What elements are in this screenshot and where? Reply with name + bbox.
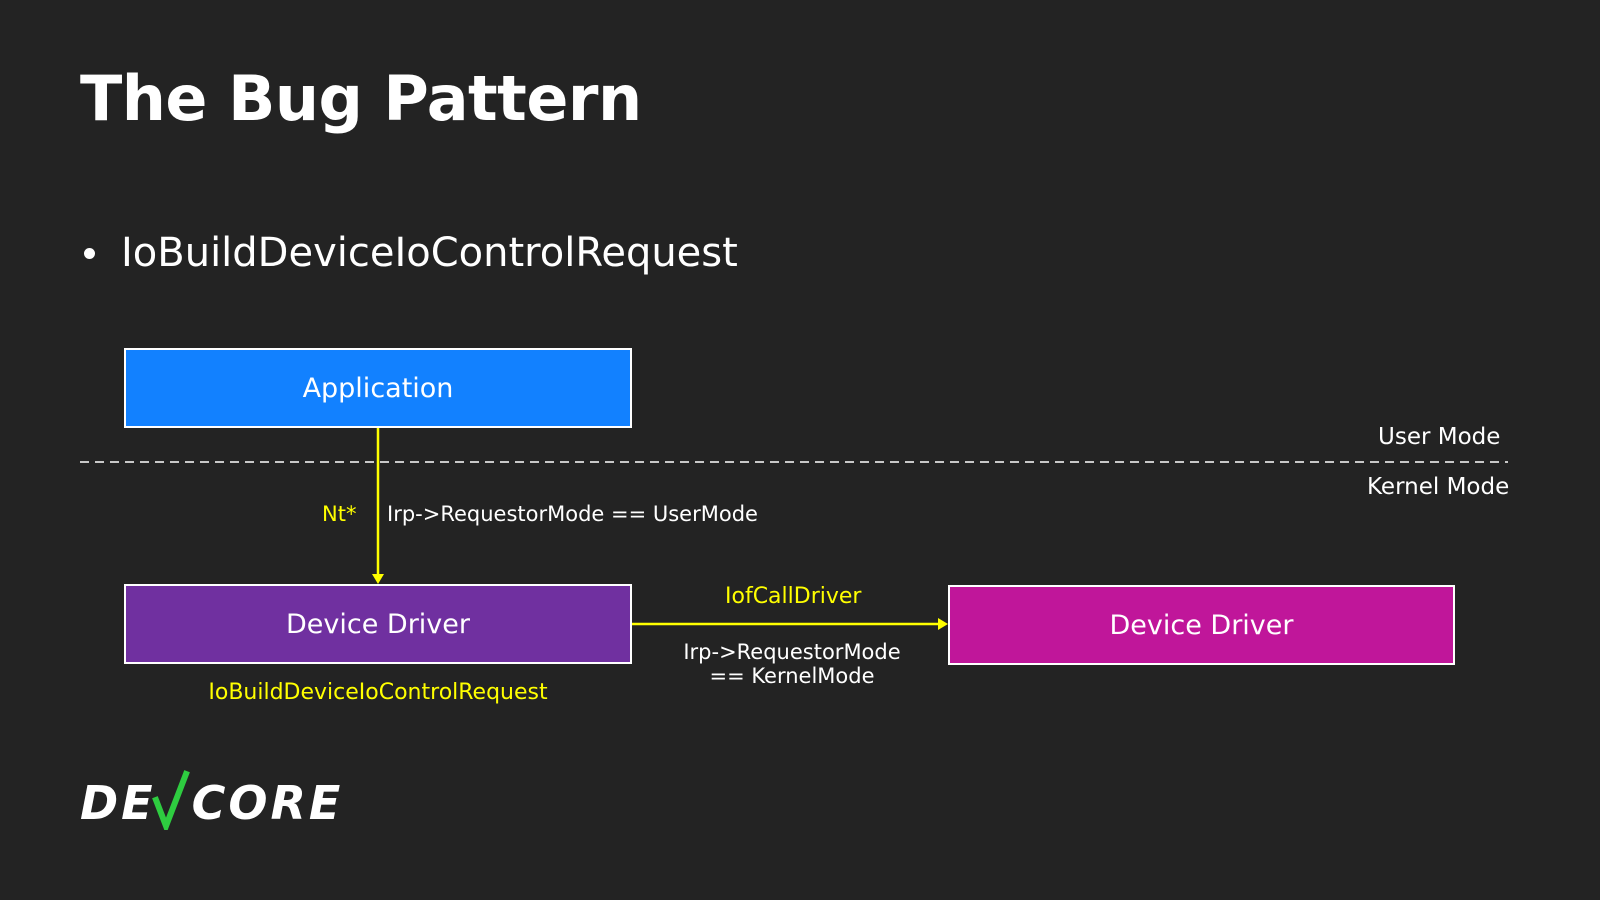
driver-to-driver-arrowhead <box>938 618 948 630</box>
iobuild-annotation: IoBuildDeviceIoControlRequest <box>208 680 548 705</box>
target-device-driver-label: Device Driver <box>1109 609 1294 641</box>
app-to-driver-arrowhead <box>372 574 384 584</box>
checkmark-icon <box>151 770 190 830</box>
bullet-item: IoBuildDeviceIoControlRequest <box>80 230 738 276</box>
iofcalldriver-label: IofCallDriver <box>725 584 862 609</box>
logo-text-right: CORE <box>191 776 344 830</box>
user-mode-label: User Mode <box>1378 424 1501 450</box>
kernel-mode-label: Kernel Mode <box>1367 474 1510 500</box>
bullet-dot-icon <box>84 247 95 259</box>
application-box: Application <box>124 348 632 428</box>
target-device-driver-box: Device Driver <box>948 585 1455 665</box>
bullet-text: IoBuildDeviceIoControlRequest <box>121 230 738 276</box>
kernelmode-condition-label: Irp->RequestorMode == KernelMode <box>680 640 904 688</box>
devcore-logo: DE CORE <box>80 770 343 830</box>
slide-title: The Bug Pattern <box>80 62 642 135</box>
usermode-condition-label: Irp->RequestorMode == UserMode <box>387 502 758 526</box>
caller-device-driver-box: Device Driver <box>124 584 632 664</box>
logo-text-left: DE <box>80 776 156 830</box>
kernelmode-condition-line2: == KernelMode <box>709 664 875 688</box>
kernelmode-condition-line1: Irp->RequestorMode <box>683 640 901 664</box>
nt-syscall-label: Nt* <box>322 502 357 526</box>
application-box-label: Application <box>302 372 454 404</box>
caller-device-driver-label: Device Driver <box>285 608 470 640</box>
